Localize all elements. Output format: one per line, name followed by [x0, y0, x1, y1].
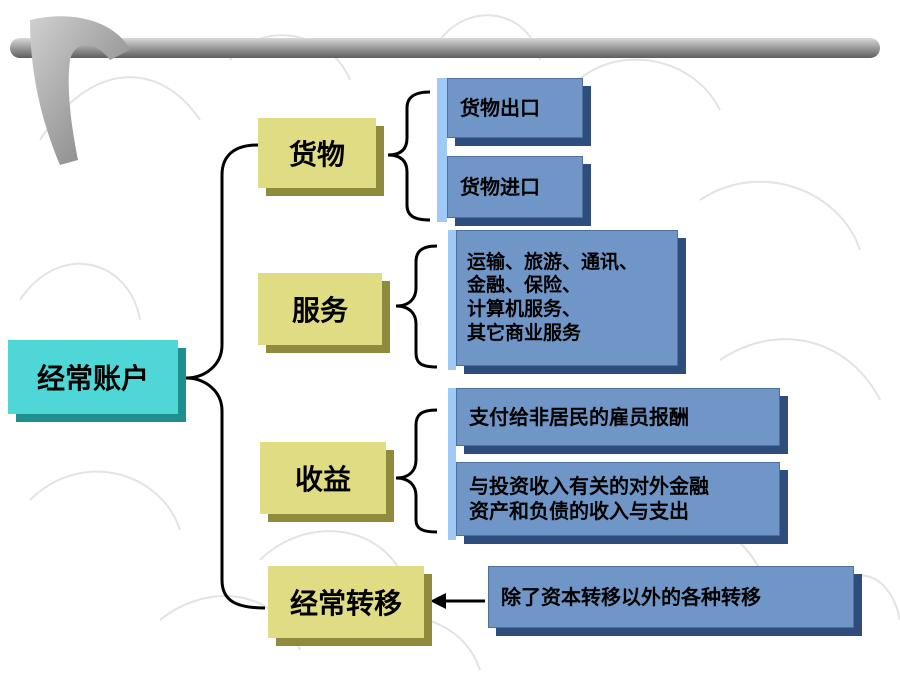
category-node-goods: 货物: [258, 118, 376, 188]
detail-line: 计算机服务、: [467, 298, 582, 320]
category-node-current-transfers: 经常转移: [268, 566, 424, 638]
category-node-income: 收益: [260, 442, 386, 514]
root-node-label: 经常账户: [36, 362, 149, 395]
detail-transfers: 除了资本转移以外的各种转移: [488, 566, 854, 628]
category-label: 经常转移: [289, 587, 402, 620]
category-label: 货物: [288, 138, 345, 171]
category-node-services: 服务: [258, 273, 382, 345]
category-label: 服务: [291, 294, 348, 327]
detail-line: 资产和负债的收入与支出: [469, 499, 689, 523]
detail-label: 货物出口: [460, 95, 540, 120]
detail-label: 货物进口: [460, 174, 540, 199]
detail-income-investment: 与投资收入有关的对外金融 资产和负债的收入与支出: [456, 462, 780, 536]
category-label: 收益: [294, 463, 351, 496]
detail-label: 除了资本转移以外的各种转移: [501, 584, 761, 609]
detail-label: 支付给非居民的雇员报酬: [469, 404, 689, 429]
detail-services-list: 运输、旅游、通讯、 金融、保险、 计算机服务、 其它商业服务: [456, 230, 678, 366]
detail-income-compensation: 支付给非居民的雇员报酬: [456, 388, 780, 446]
detail-goods-import: 货物进口: [447, 156, 583, 218]
detail-line: 与投资收入有关的对外金融: [469, 474, 709, 498]
detail-line: 其它商业服务: [467, 321, 582, 344]
root-node-current-account: 经常账户: [8, 340, 178, 414]
detail-line: 运输、旅游、通讯、: [467, 250, 639, 273]
detail-goods-export: 货物出口: [447, 78, 583, 138]
detail-line: 金融、保险、: [467, 274, 582, 297]
